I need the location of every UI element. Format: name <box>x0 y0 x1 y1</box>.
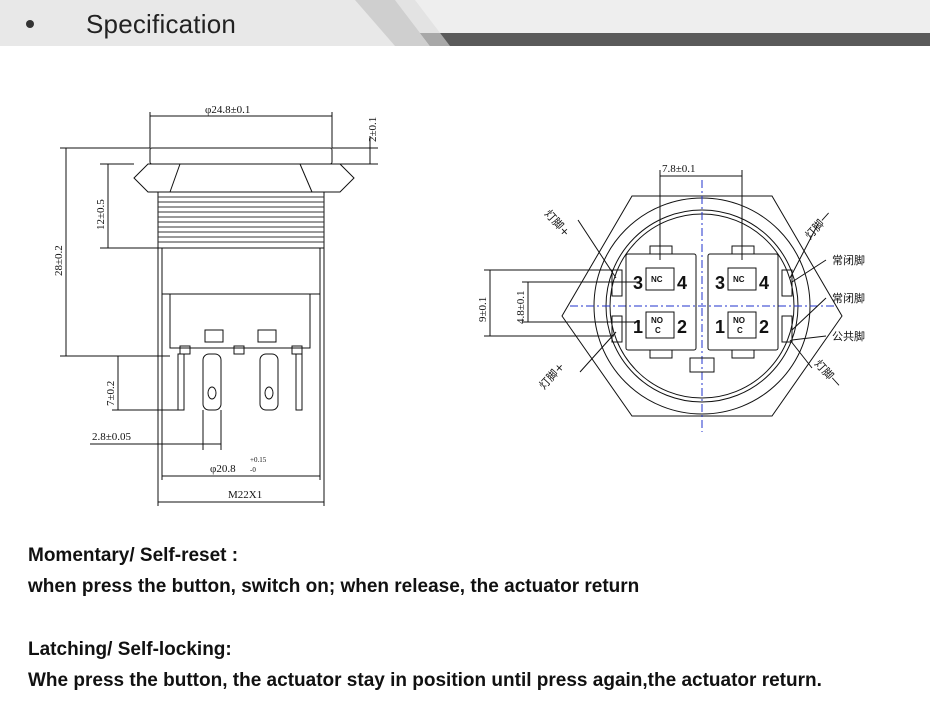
contact-no-right: NO <box>733 316 745 325</box>
dim-thread-height: 12±0.5 <box>95 199 107 230</box>
dim-thread: M22X1 <box>228 489 262 501</box>
dim-total-height: 28±0.2 <box>53 245 65 276</box>
pin-3-left: 3 <box>633 273 643 293</box>
pin-4-left: 4 <box>677 273 687 293</box>
dim-body-tol-lower: -0 <box>250 466 256 474</box>
banner-graphic <box>0 0 930 46</box>
latching-description: Whe press the button, the actuator stay … <box>28 670 822 691</box>
label-common: 公共脚 <box>832 329 865 343</box>
dim-body-diameter: φ20.8 <box>210 463 236 475</box>
bottom-view <box>484 170 843 432</box>
label-lamp-plus-top: 灯脚+ <box>542 207 573 240</box>
momentary-description: when press the button, switch on; when r… <box>28 576 640 597</box>
dim-terminal-length: 7±0.2 <box>105 381 117 406</box>
hex-nut <box>133 163 355 193</box>
pin-1-left: 1 <box>633 317 643 337</box>
dim-cap-height: 2±0.1 <box>367 117 379 142</box>
latching-title: Latching/ Self-locking: <box>28 639 232 660</box>
terminal-base <box>169 293 311 349</box>
pin-4-right: 4 <box>759 273 769 293</box>
pin-1-right: 1 <box>715 317 725 337</box>
label-lamp-minus-bottom: 灯脚一 <box>812 357 844 391</box>
thread-body <box>157 191 325 249</box>
lower-body <box>161 247 321 295</box>
contact-c-left: C <box>655 326 661 335</box>
page-title: Specification <box>86 9 237 39</box>
pin-3-right: 3 <box>715 273 725 293</box>
label-normally-open: 常闭脚 <box>832 291 865 305</box>
momentary-title: Momentary/ Self-reset : <box>28 545 239 566</box>
hex-outline <box>561 195 843 417</box>
pin-2-right: 2 <box>759 317 769 337</box>
contact-c-right: C <box>737 326 743 335</box>
button-cap <box>149 147 333 165</box>
dim-top-diameter: φ24.8±0.1 <box>205 104 250 116</box>
contact-nc-right: NC <box>733 275 745 284</box>
dim-terminal-width: 2.8±0.05 <box>92 431 132 443</box>
dim-pin-spacing-v-outer: 9±0.1 <box>477 297 489 322</box>
side-view <box>60 112 378 506</box>
dim-pin-spacing-h: 7.8±0.1 <box>662 163 696 175</box>
label-lamp-minus-top: 灯脚一 <box>802 208 834 242</box>
mode-notes: Momentary/ Self-reset : when press the b… <box>28 540 918 696</box>
contact-no-left: NO <box>651 316 663 325</box>
label-lamp-plus-bottom: 灯脚+ <box>536 359 567 392</box>
pin-2-left: 2 <box>677 317 687 337</box>
dim-pin-spacing-v-inner: 4.8±0.1 <box>515 290 527 324</box>
technical-drawing: φ24.8±0.1 2±0.1 12±0.5 28±0.2 7±0.2 2.8±… <box>53 104 865 506</box>
bullet-icon <box>26 20 34 28</box>
dim-body-tol-upper: +0.15 <box>250 456 267 464</box>
label-normally-closed: 常闭脚 <box>832 253 865 267</box>
contact-nc-left: NC <box>651 275 663 284</box>
spec-banner: Specification <box>0 0 930 50</box>
